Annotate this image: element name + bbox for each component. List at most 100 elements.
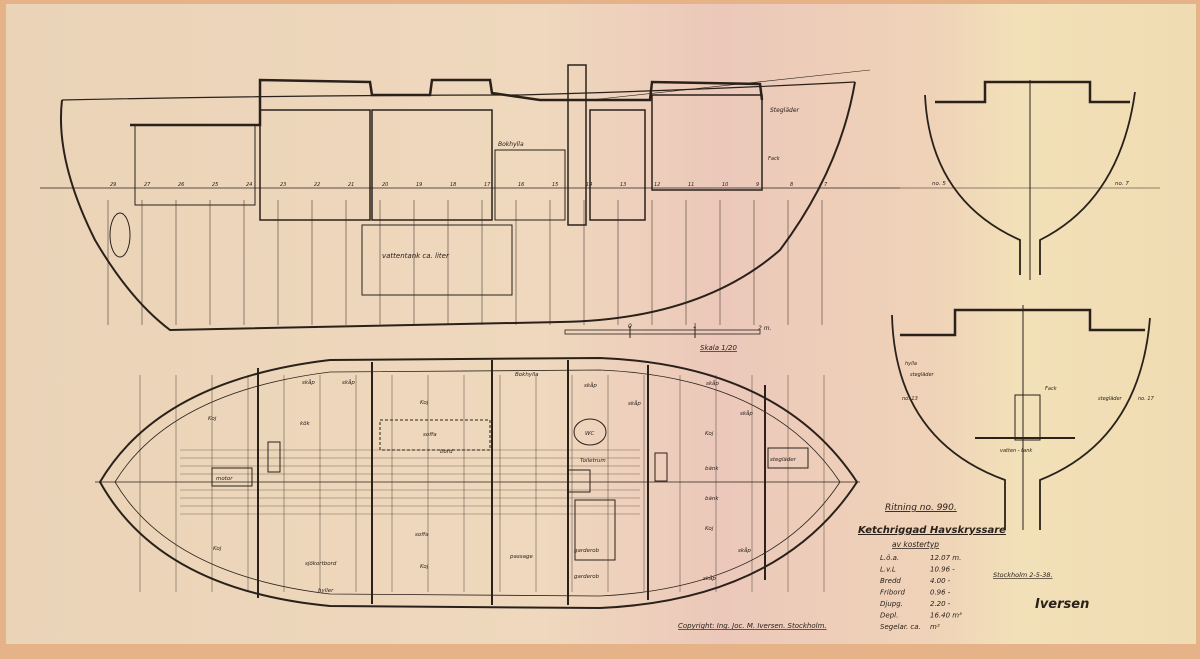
wardrobe-box xyxy=(574,499,616,561)
frame-number: 23 xyxy=(280,182,286,188)
plan-label: skåp xyxy=(342,379,355,386)
plan-label: bänk xyxy=(705,466,719,472)
profile-frames xyxy=(107,200,823,325)
plan-label: hyller xyxy=(318,588,334,594)
frame-number: 11 xyxy=(688,182,694,188)
plan-label: skåp xyxy=(738,547,751,554)
water-tank-label: vattentank ca. liter xyxy=(382,252,450,260)
toilet-door xyxy=(589,109,646,221)
frame-number: 22 xyxy=(314,182,320,188)
plan-label: garderob xyxy=(574,548,600,554)
plan-label: Koj xyxy=(705,431,714,437)
saloon xyxy=(371,109,493,221)
section-label: vatten - tank xyxy=(1000,448,1033,454)
plan-label: passage xyxy=(509,554,533,560)
mast xyxy=(567,64,587,226)
plan-label: skåp xyxy=(706,380,719,387)
frame-number: 18 xyxy=(450,182,456,188)
scale-bar: 0 1 2 m. Skala 1/20 xyxy=(564,323,772,352)
plan-label: soffa xyxy=(423,432,437,438)
plan-label: kök xyxy=(300,421,311,427)
spec-label: Bredd xyxy=(880,577,901,585)
plan-label: skåp xyxy=(584,382,597,389)
spec-label: Djupg. xyxy=(880,600,903,608)
section-lower: hylla no. 13 no. 17 stegläder stegläder … xyxy=(891,305,1155,530)
frame-number: 17 xyxy=(484,182,491,188)
scale-tick-label: 2 m. xyxy=(758,325,772,332)
profile-cabin-top xyxy=(130,78,764,127)
frame-number: 13 xyxy=(620,182,626,188)
rudder xyxy=(109,212,131,258)
plan-view: skåp skåp skåp skåp skåp skåp skåp skåp … xyxy=(95,356,860,610)
frame-number: 19 xyxy=(416,182,422,188)
table-pedestal xyxy=(1014,394,1041,441)
section-label: stegläder xyxy=(1098,396,1123,402)
section-label: no. 17 xyxy=(1138,396,1155,402)
bowsprit xyxy=(589,69,871,101)
plan-label: skåp xyxy=(628,400,641,407)
spec-label: L.ö.a. xyxy=(880,554,899,562)
plan-label: bänk xyxy=(705,496,719,502)
plan-label: skåp xyxy=(740,410,753,417)
stair xyxy=(654,452,668,482)
hatch-label: Fack xyxy=(768,156,781,162)
scale-bar-rect xyxy=(564,329,761,335)
frame-number: 24 xyxy=(246,182,252,188)
mast-step xyxy=(567,469,591,493)
section-label: Fack xyxy=(1045,386,1058,392)
section-label: hylla xyxy=(905,361,917,367)
plan-label: WC xyxy=(585,431,594,437)
plan-frames xyxy=(139,375,825,592)
place-date: Stockholm 2-5-38. xyxy=(993,571,1053,579)
plan-label: Koj xyxy=(208,416,217,422)
frame-number: 10 xyxy=(722,182,728,188)
frame-number: 25 xyxy=(212,182,218,188)
profile-hull xyxy=(59,81,856,332)
spec-value: 16.40 m³ xyxy=(930,612,962,620)
plan-label: Koj xyxy=(420,400,429,406)
scale-label: Skala 1/20 xyxy=(700,344,738,352)
frame-number: 26 xyxy=(178,182,184,188)
plan-label: garderob xyxy=(574,574,600,580)
ladder-label: Stegläder xyxy=(770,107,800,114)
frame-number: 12 xyxy=(654,182,660,188)
engine-box xyxy=(211,467,253,487)
section-label: no. 5 xyxy=(932,181,946,187)
plan-label: motor xyxy=(216,476,233,482)
saloon-aft xyxy=(259,109,371,221)
plan-label: Bokhylla xyxy=(515,372,539,378)
plan-label: Koj xyxy=(420,564,429,570)
plan-label: skåp xyxy=(302,379,315,386)
galley xyxy=(494,149,566,221)
section-label: no. 7 xyxy=(1115,181,1129,187)
plan-label: Toiletrum xyxy=(580,458,606,464)
drawing-title: Ketchriggad Havskryssare xyxy=(858,525,1006,536)
spec-value: 12.07 m. xyxy=(930,554,961,562)
frame-number: 9 xyxy=(756,182,759,188)
frame-number: 20 xyxy=(382,182,388,188)
scale-tick-label: 0 xyxy=(628,323,632,330)
plan-label: stegläder xyxy=(770,457,797,463)
spec-value: m² xyxy=(930,623,940,631)
drawing-subtitle: av kostertyp xyxy=(892,540,939,549)
plan-label: sjökortbord xyxy=(305,561,337,567)
frame-number: 14 xyxy=(586,182,592,188)
table-outline xyxy=(379,419,491,451)
scale-tick-label: 1 xyxy=(693,323,697,330)
bookshelf-label: Bokhylla xyxy=(498,141,524,148)
signature: Iversen xyxy=(1035,597,1089,612)
section-label: stegläder xyxy=(910,372,935,378)
spec-value: 10.96 - xyxy=(930,566,955,574)
section-upper-cabin xyxy=(935,80,1130,104)
fwd-cabin xyxy=(651,94,763,191)
section-upper: no. 5 no. 7 xyxy=(900,80,1160,280)
plan-label: Koj xyxy=(213,546,222,552)
frame-number: 29 xyxy=(110,182,116,188)
frame-number: 15 xyxy=(552,182,558,188)
spec-label: Depl. xyxy=(880,612,898,620)
spec-value: 2.20 - xyxy=(930,600,951,608)
plan-label: skåp xyxy=(703,575,716,582)
